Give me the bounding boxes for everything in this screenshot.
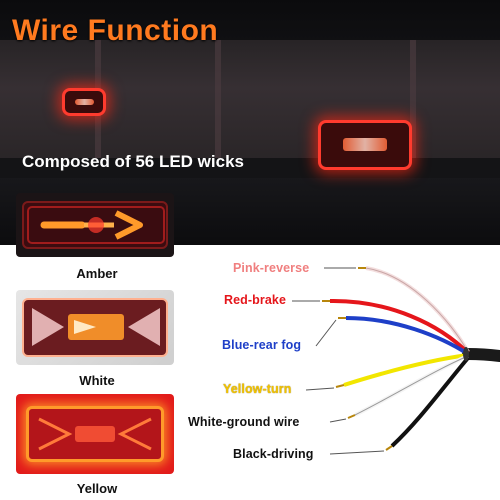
white-ground-label: White-ground wire: [188, 415, 300, 429]
yellow-wire: [343, 353, 469, 387]
white-lamp-graphic: [32, 308, 160, 346]
page-title: Wire Function: [12, 14, 219, 47]
amber-caption: Amber: [76, 266, 118, 281]
yellow-turn-label: Yellow-turn: [223, 382, 292, 396]
black-wire: [390, 356, 470, 448]
yellow-caption: Yellow: [76, 481, 118, 496]
yellow-lamp-graphic: [38, 417, 152, 451]
blue-rear-fog-label: Blue-rear fog: [222, 338, 302, 352]
truck-rib: [215, 40, 221, 160]
black-driving-label: Black-driving: [233, 447, 314, 461]
white-caption: White: [79, 373, 115, 388]
left-tail-lamp-glow: [62, 88, 106, 116]
right-tail-lamp-glow: [318, 120, 412, 170]
amber-arrow-graphic: [27, 206, 165, 244]
amber-mode-photo: [16, 193, 174, 257]
yellow-mode-photo: [16, 394, 174, 474]
red-brake-label: Red-brake: [224, 293, 287, 307]
blue-wire: [345, 316, 470, 356]
cable-sheath: [462, 348, 500, 362]
white-mode-photo: [16, 290, 174, 365]
led-count-text: Composed of 56 LED wicks: [22, 152, 244, 171]
truck-rib: [410, 40, 416, 160]
red-wire: [329, 298, 470, 355]
pink-reverse-label: Pink-reverse: [233, 261, 310, 275]
